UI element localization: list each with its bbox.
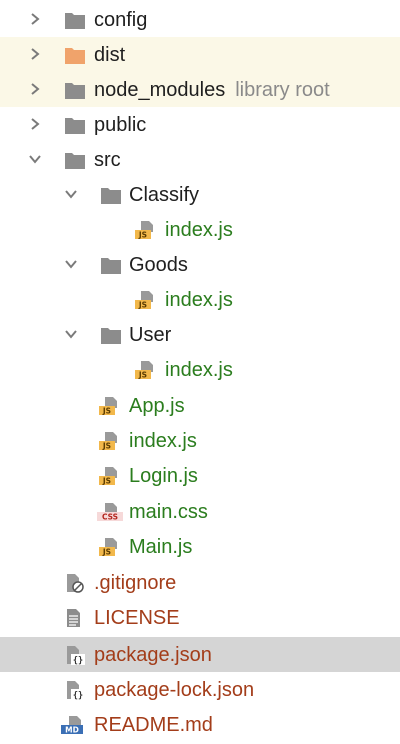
tree-item-user-index-js[interactable]: JS index.js — [0, 352, 400, 387]
svg-text:JS: JS — [138, 301, 147, 310]
tree-item-label: App.js — [129, 395, 185, 417]
chevron-right-icon[interactable] — [28, 117, 42, 131]
chevron-down-icon[interactable] — [64, 257, 78, 271]
js-file-icon: JS — [99, 431, 121, 451]
tree-item-gitignore[interactable]: .gitignore — [0, 565, 400, 600]
svg-text:JS: JS — [102, 442, 111, 451]
folder-excluded-icon — [64, 45, 86, 65]
tree-item-dist[interactable]: dist — [0, 37, 400, 72]
folder-icon — [100, 325, 122, 345]
tree-item-label: README.md — [94, 714, 213, 736]
tree-item-index-js[interactable]: JS index.js — [0, 423, 400, 458]
chevron-down-icon[interactable] — [64, 327, 78, 341]
svg-text:JS: JS — [102, 548, 111, 557]
folder-icon — [64, 150, 86, 170]
svg-text:CSS: CSS — [102, 513, 118, 522]
tree-item-user[interactable]: User — [0, 317, 400, 352]
tree-item-classify-index-js[interactable]: JS index.js — [0, 212, 400, 247]
svg-text:{}: {} — [73, 656, 83, 665]
tree-item-label: package-lock.json — [94, 679, 255, 701]
tree-item-label: dist — [94, 44, 126, 66]
js-file-icon: JS — [135, 290, 157, 310]
tree-item-label: src — [94, 149, 121, 171]
text-file-icon — [63, 608, 85, 628]
chevron-down-icon[interactable] — [64, 187, 78, 201]
tree-item-label: Classify — [129, 184, 200, 206]
folder-icon — [64, 10, 86, 30]
tree-item-label: node_modules library root — [94, 78, 330, 102]
tree-item-label: index.js — [165, 289, 233, 311]
tree-item-package-lock-json[interactable]: {} package-lock.json — [0, 672, 400, 707]
svg-text:JS: JS — [102, 477, 111, 486]
markdown-file-icon: MD — [61, 715, 87, 735]
tree-item-label: index.js — [165, 219, 233, 241]
tree-item-goods-index-js[interactable]: JS index.js — [0, 282, 400, 317]
tree-item-src[interactable]: src — [0, 142, 400, 177]
tree-item-config[interactable]: config — [0, 2, 400, 37]
folder-icon — [100, 255, 122, 275]
chevron-right-icon[interactable] — [28, 47, 42, 61]
svg-text:JS: JS — [138, 371, 147, 380]
svg-text:MD: MD — [65, 726, 79, 735]
tree-item-label: index.js — [129, 430, 197, 452]
folder-icon — [100, 185, 122, 205]
css-file-icon: CSS — [97, 502, 123, 522]
tree-item-login-js[interactable]: JS Login.js — [0, 458, 400, 493]
js-file-icon: JS — [135, 220, 157, 240]
tree-item-main-js[interactable]: JS Main.js — [0, 529, 400, 564]
tree-item-public[interactable]: public — [0, 107, 400, 142]
tree-item-main-css[interactable]: CSS main.css — [0, 494, 400, 529]
tree-item-label: public — [94, 114, 147, 136]
tree-item-node-modules[interactable]: node_modules library root — [0, 72, 400, 107]
tree-item-package-json[interactable]: {} package.json — [0, 637, 400, 672]
chevron-right-icon[interactable] — [28, 12, 42, 26]
tree-item-goods[interactable]: Goods — [0, 247, 400, 282]
json-file-icon: {} — [63, 680, 85, 700]
folder-icon — [64, 115, 86, 135]
svg-text:JS: JS — [102, 407, 111, 416]
tree-item-label: package.json — [94, 644, 212, 666]
js-file-icon: JS — [99, 466, 121, 486]
tree-item-label: .gitignore — [94, 572, 177, 594]
tree-item-label: index.js — [165, 359, 233, 381]
js-file-icon: JS — [99, 537, 121, 557]
tree-item-label: Goods — [129, 254, 188, 276]
tree-item-label: Main.js — [129, 536, 193, 558]
gitignore-file-icon — [63, 573, 85, 593]
tree-item-label: config — [94, 9, 148, 31]
tree-item-label: LICENSE — [94, 607, 180, 629]
tree-item-license[interactable]: LICENSE — [0, 600, 400, 635]
tree-item-app-js[interactable]: JS App.js — [0, 388, 400, 423]
chevron-right-icon[interactable] — [28, 82, 42, 96]
svg-text:JS: JS — [138, 231, 147, 240]
tree-item-label: User — [129, 324, 172, 346]
svg-text:{}: {} — [73, 691, 83, 700]
js-file-icon: JS — [135, 360, 157, 380]
tree-item-label: main.css — [129, 501, 208, 523]
json-file-icon: {} — [63, 645, 85, 665]
chevron-down-icon[interactable] — [28, 152, 42, 166]
library-root-hint: library root — [235, 79, 330, 101]
folder-icon — [64, 80, 86, 100]
tree-item-label: Login.js — [129, 465, 198, 487]
tree-item-readme[interactable]: MD README.md — [0, 707, 400, 742]
tree-item-classify[interactable]: Classify — [0, 177, 400, 212]
folder-name: node_modules — [94, 79, 226, 101]
js-file-icon: JS — [99, 396, 121, 416]
